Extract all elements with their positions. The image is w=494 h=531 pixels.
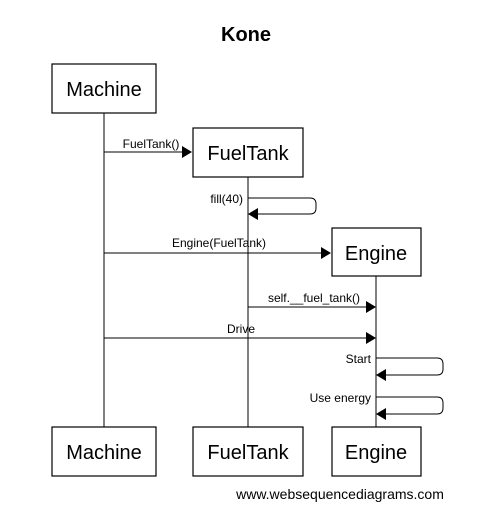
arrow-head	[321, 247, 331, 259]
message-fuel-tank-call: self.__fuel_tank()	[248, 291, 376, 313]
message-label: Use energy	[310, 391, 371, 405]
message-label: FuelTank()	[123, 137, 180, 151]
arrow-head	[366, 332, 376, 344]
message-label: Engine(FuelTank)	[172, 236, 266, 250]
participant-label: Machine	[66, 79, 142, 101]
message-label: Drive	[227, 322, 255, 336]
participant-fueltank-top: FuelTank	[192, 127, 304, 178]
participant-machine-top: Machine	[51, 63, 157, 114]
participant-label: Engine	[345, 442, 407, 464]
message-engine-create: Engine(FuelTank)	[104, 236, 331, 259]
message-label: self.__fuel_tank()	[268, 291, 360, 305]
participant-label: FuelTank	[207, 442, 289, 464]
message-use-energy-self: Use energy	[310, 391, 444, 420]
participant-label: Machine	[66, 442, 142, 464]
participant-label: FuelTank	[207, 143, 289, 165]
footer-link: www.websequencediagrams.com	[235, 486, 444, 502]
message-fill-self: fill(40)	[210, 192, 317, 220]
message-label: fill(40)	[210, 192, 243, 206]
arrow-head	[376, 408, 386, 420]
diagram-title: Kone	[221, 24, 271, 46]
arrow-head	[376, 369, 386, 381]
arrow-head	[366, 301, 376, 313]
message-start-self: Start	[346, 352, 444, 381]
message-drive: Drive	[104, 322, 376, 344]
participant-fueltank-bottom: FuelTank	[192, 426, 304, 477]
arrow-head	[182, 146, 192, 158]
participant-label: Engine	[345, 243, 407, 265]
message-fueltank-create: FuelTank()	[104, 137, 192, 158]
message-label: Start	[346, 352, 372, 366]
arrow-head	[248, 208, 258, 220]
participant-machine-bottom: Machine	[51, 426, 157, 477]
participant-engine-bottom: Engine	[331, 426, 422, 477]
participant-engine-top: Engine	[331, 227, 422, 277]
